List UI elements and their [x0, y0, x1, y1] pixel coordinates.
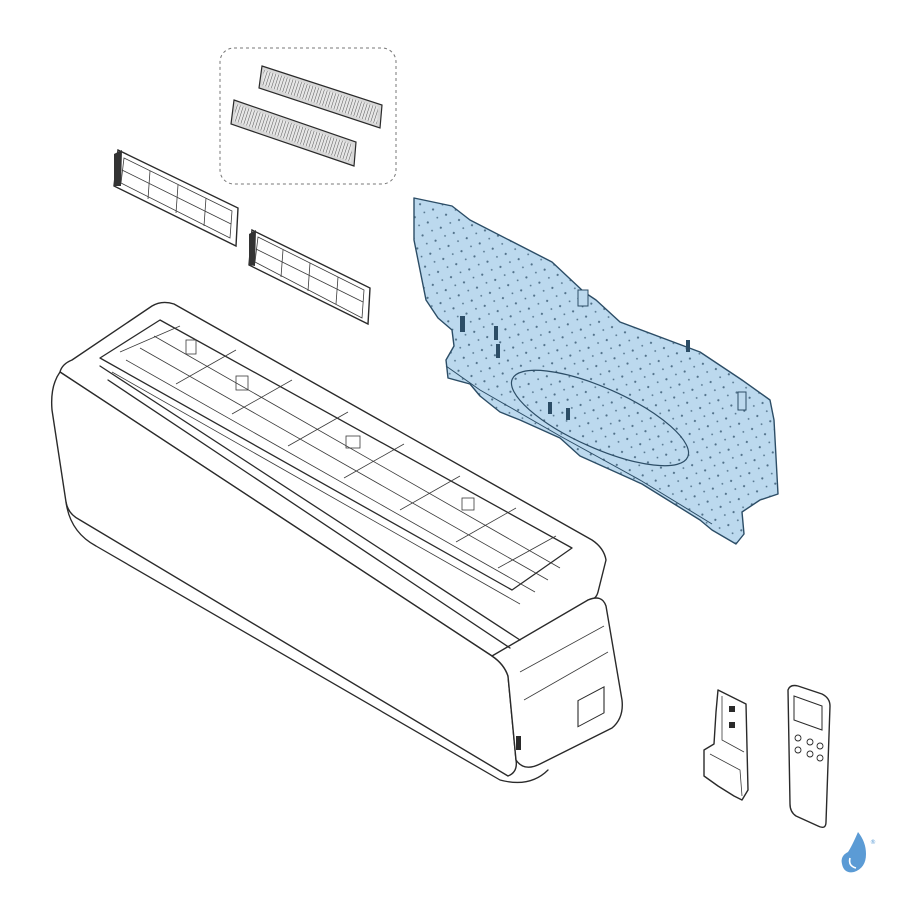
air-filter-upper — [258, 65, 383, 129]
air-filter-pair — [219, 47, 397, 185]
detail-box-outline — [219, 47, 397, 185]
mounting-plate — [413, 197, 779, 545]
filter-frame-left — [113, 148, 239, 248]
registered-mark: ® — [870, 839, 876, 846]
remote-controller — [787, 684, 831, 829]
air-filter-lower — [230, 99, 357, 167]
water-drop-logo-icon: ® — [841, 832, 876, 873]
filter-frame-right — [248, 228, 371, 326]
indoor-unit-body — [50, 301, 623, 784]
remote-holder — [703, 689, 749, 801]
heat-exchanger-grille — [99, 319, 573, 605]
